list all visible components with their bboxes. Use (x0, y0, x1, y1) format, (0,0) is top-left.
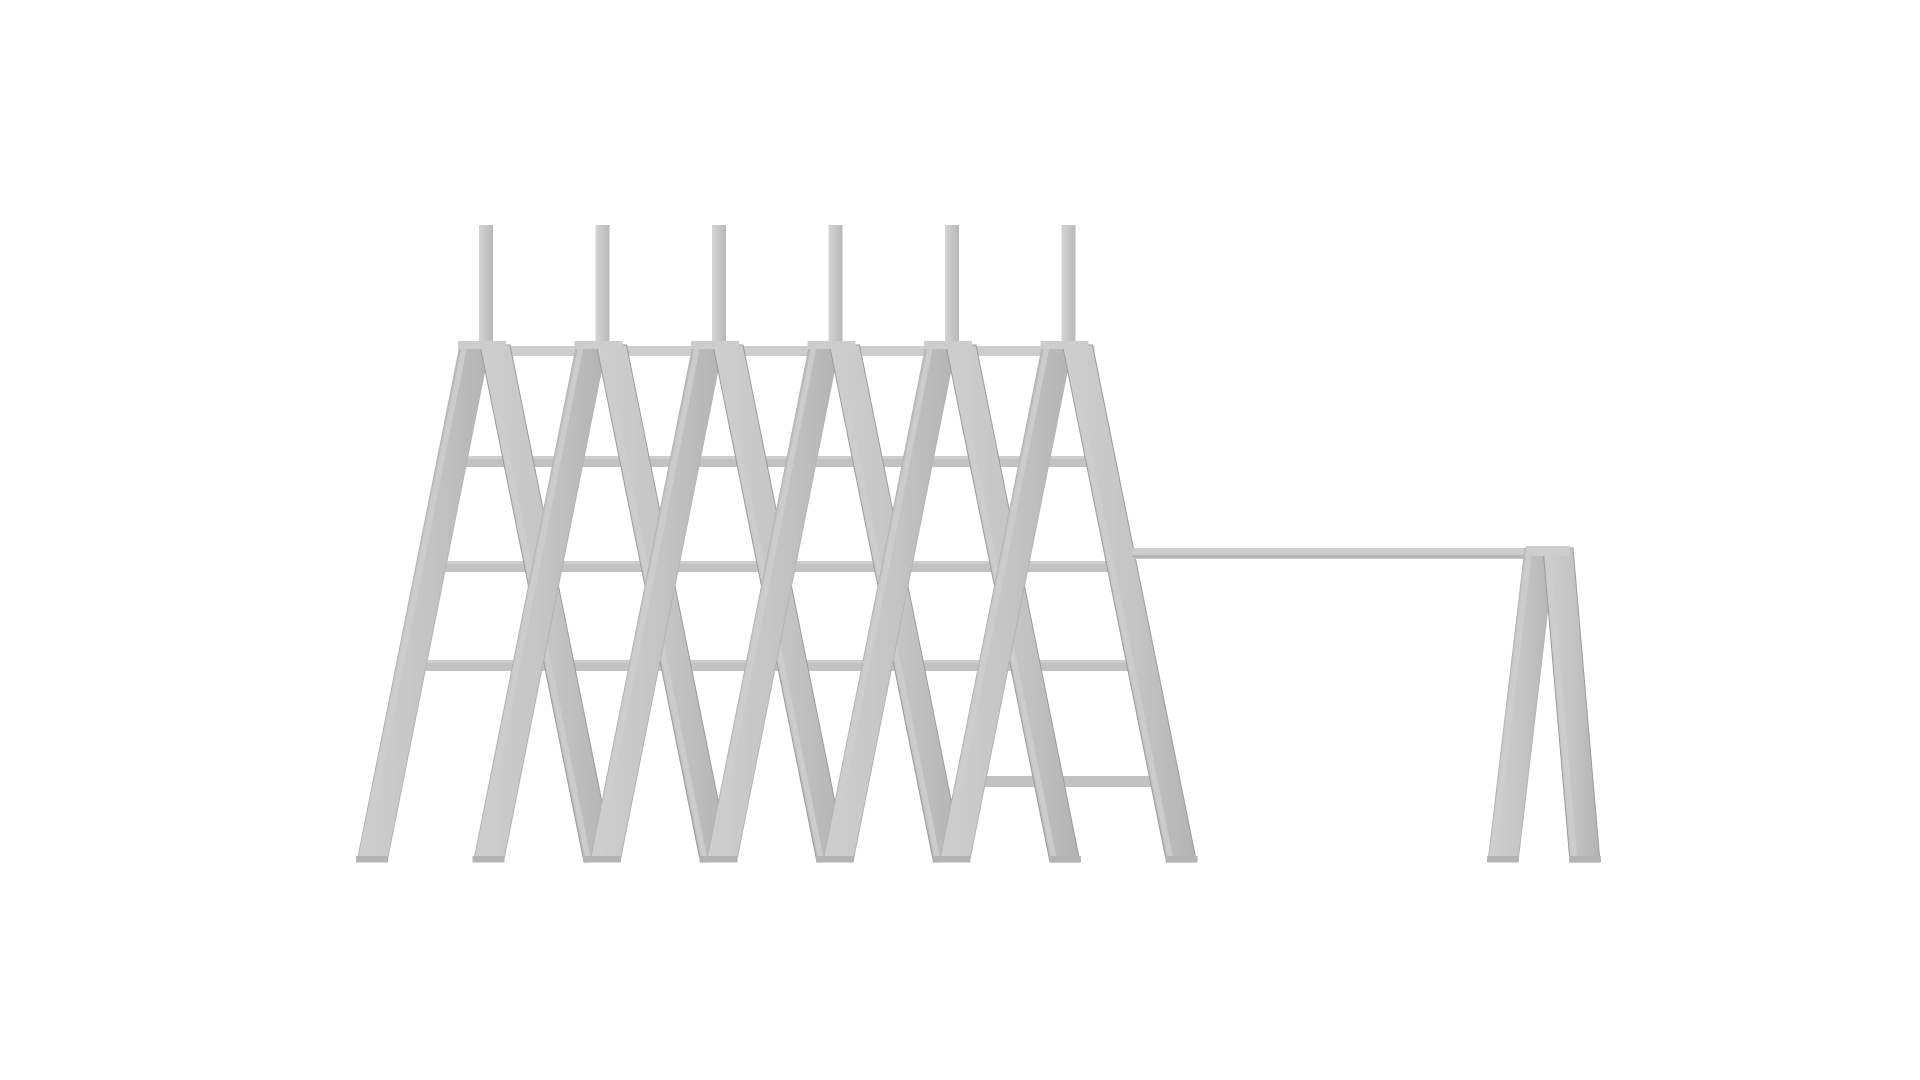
rung-level-1-highlight (462, 456, 1100, 459)
swing-frame-cap (1526, 546, 1570, 556)
a-frame-4-apex-cap (807, 341, 856, 349)
leg-foot-7 (705, 856, 738, 862)
a-frame-1-front-leg-highlight (359, 345, 468, 862)
a-frame-1-apex-cap (458, 341, 506, 349)
swing-frame (1133, 546, 1601, 863)
a-frame-6-apex-cap (1040, 341, 1089, 349)
a-frame-2-apex-cap (574, 341, 623, 349)
a-frame-legs (356, 341, 1198, 863)
swing-frame-back-leg-highlight (1545, 548, 1578, 862)
a-frame-3-apex-cap (691, 341, 739, 349)
swing-beam (1133, 548, 1545, 559)
leg-foot-1 (356, 856, 388, 862)
leg-foot-9 (822, 856, 854, 862)
vertical-post-1 (479, 225, 493, 350)
a-frame-2-front-leg-highlight (475, 345, 584, 862)
leg-foot-10 (1049, 856, 1081, 862)
leg-foot-13 (1487, 856, 1519, 862)
vertical-post-6 (1061, 225, 1076, 350)
a-frame-5-apex-cap (924, 341, 972, 349)
top-beam (472, 346, 1095, 356)
rung-lower-last-frame (980, 776, 1155, 787)
vertical-post-4 (828, 225, 843, 350)
vertical-post-3 (712, 225, 726, 350)
leg-foot-14 (1569, 856, 1601, 862)
a-frame-4-front-leg-highlight (708, 345, 817, 862)
a-frame-6-back-leg-highlight (1064, 345, 1174, 862)
leg-foot-12 (1165, 856, 1198, 862)
a-frame-3-front-leg-highlight (592, 345, 701, 862)
top-beam-bar (472, 346, 1095, 356)
swing-beam-shadow (1133, 555, 1545, 558)
rung-level-1 (462, 456, 1100, 467)
leg-foot-3 (472, 856, 505, 862)
a-frame-5-front-leg-highlight (825, 345, 934, 862)
leg-feet (356, 856, 1601, 862)
leg-foot-5 (589, 856, 621, 862)
vertical-posts (479, 225, 1076, 350)
vertical-post-2 (595, 225, 610, 350)
leg-foot-11 (938, 856, 971, 862)
vertical-post-5 (945, 225, 959, 350)
a-frame-6-front-leg-highlight (941, 345, 1050, 862)
swing-frame-front-leg-highlight (1490, 548, 1533, 862)
